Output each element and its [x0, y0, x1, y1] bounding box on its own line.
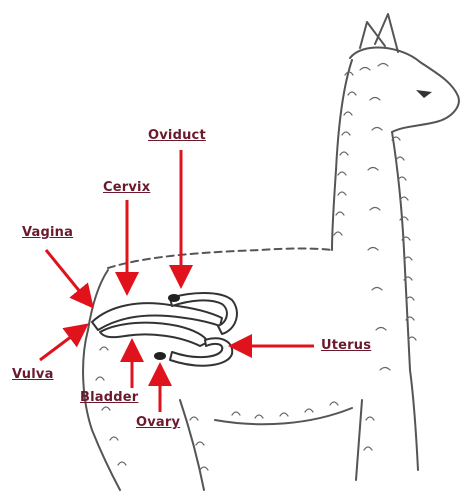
label-vagina: Vagina [22, 225, 73, 240]
label-ovary: Ovary [136, 415, 180, 430]
label-oviduct: Oviduct [148, 128, 206, 143]
label-vulva: Vulva [12, 367, 54, 382]
vulva-arrow [40, 327, 84, 360]
label-bladder: Bladder [80, 390, 138, 405]
ovary-shape [154, 352, 166, 360]
arrows [40, 150, 314, 412]
vagina-arrow [46, 250, 90, 304]
back-outline [108, 249, 332, 269]
label-cervix: Cervix [103, 180, 150, 195]
label-uterus: Uterus [321, 338, 371, 353]
fur-texture [96, 64, 416, 471]
oviduct-end [168, 294, 180, 302]
eye-icon [416, 90, 432, 98]
reproductive-tract [92, 293, 237, 366]
